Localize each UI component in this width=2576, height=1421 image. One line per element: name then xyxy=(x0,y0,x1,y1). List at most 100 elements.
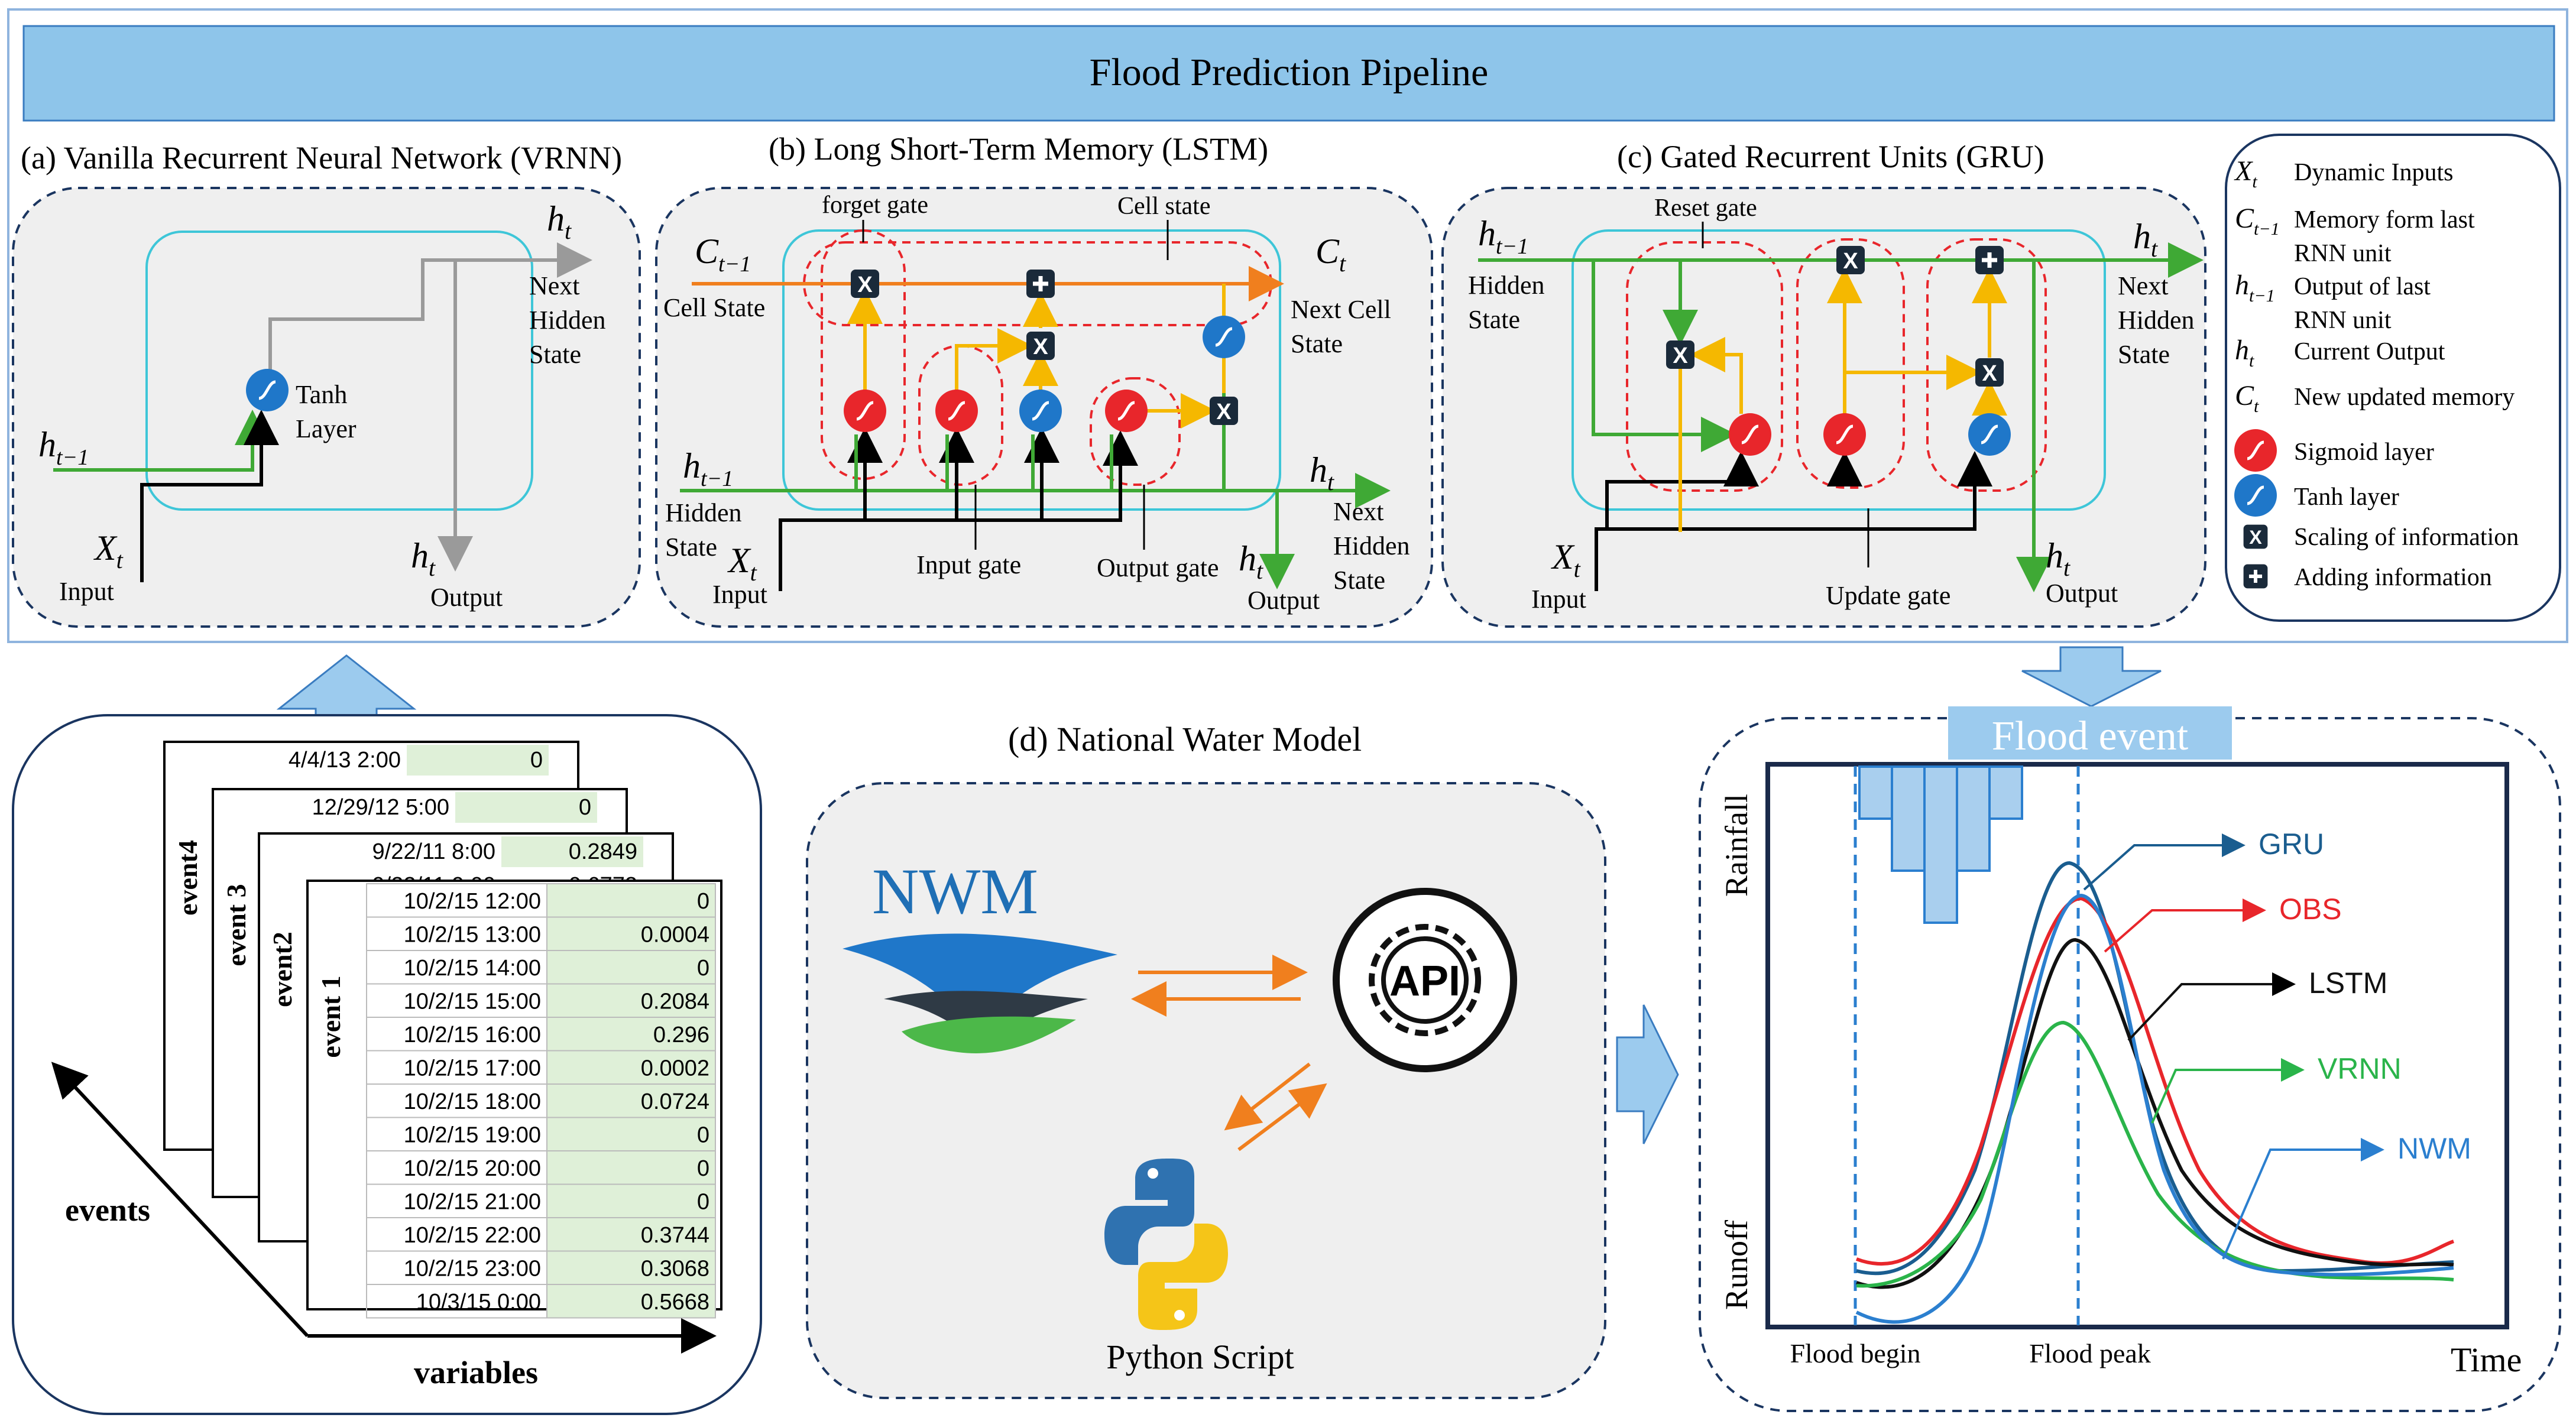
lstm-hprev-sym: h xyxy=(683,446,701,485)
svg-text:ht: ht xyxy=(1310,450,1334,495)
vrnn-hbottom-sym: h xyxy=(411,536,429,575)
curve-nwm xyxy=(1855,893,2454,1324)
lstm-forget-sigmoid-icon xyxy=(844,390,886,432)
legend-sigmoid-label: Sigmoid layer xyxy=(2294,439,2434,466)
nwm-wave-icon xyxy=(843,933,1117,1053)
lstm-input-mult-icon xyxy=(1026,332,1055,360)
flood-begin-label: Flood begin xyxy=(1790,1338,1920,1368)
lstm-x-sym: X xyxy=(727,541,751,580)
gru-hidden-state-label: State xyxy=(1468,305,1520,334)
vrnn-output-line xyxy=(268,242,592,378)
nwm-title: (d) National Water Model xyxy=(1008,720,1362,758)
lstm-add-icon xyxy=(1026,270,1055,298)
api-label: API xyxy=(1389,958,1460,1005)
legend-symbol: Xt xyxy=(2234,155,2257,192)
gru-input-line xyxy=(1595,451,1992,591)
vrnn-output-label: Output xyxy=(430,583,503,612)
flood-peak-label: Flood peak xyxy=(2029,1338,2151,1368)
gru-next-hidden-label: Hidden xyxy=(2118,306,2195,335)
legend-symbol: ht−1 xyxy=(2235,270,2275,306)
event-value-cell xyxy=(407,745,549,776)
event-date: 12/29/12 5:00 xyxy=(312,795,449,820)
rain-bar xyxy=(1988,765,2023,820)
event-value-cell xyxy=(501,836,643,867)
lstm-next-hidden-label: Hidden xyxy=(1333,531,1410,560)
legend-description: Output of last xyxy=(2294,273,2431,300)
svg-text:Xt: Xt xyxy=(727,541,757,586)
gru-title: (c) Gated Recurrent Units (GRU) xyxy=(1617,139,2044,174)
gru-panel: (c) Gated Recurrent Units (GRU) Reset ga… xyxy=(1441,139,2206,628)
lstm-next-state-label: State xyxy=(1333,566,1385,595)
lstm-forget-gate-label: forget gate xyxy=(822,192,928,219)
vrnn-hout-sym: h xyxy=(547,199,565,238)
table-date: 10/2/15 20:00 xyxy=(404,1156,541,1181)
lstm-input-tanh-icon xyxy=(1019,390,1062,432)
svg-text:ht: ht xyxy=(547,199,572,244)
vrnn-next-label: Next xyxy=(529,271,580,300)
event-value: 0.2849 xyxy=(569,839,637,864)
gru-hnext-sub: t xyxy=(2151,235,2158,262)
series-label-lstm: LSTM xyxy=(2309,966,2387,1000)
lstm-panel: (b) Long Short-Term Memory (LSTM) xyxy=(655,131,1433,628)
table-date: 10/2/15 17:00 xyxy=(404,1056,541,1081)
lstm-cnext-sym: C xyxy=(1315,232,1340,271)
event-label: event4 xyxy=(173,840,203,916)
legend-adding-icon xyxy=(2244,564,2268,589)
gru-x-sub: t xyxy=(1574,556,1581,582)
lstm-input-line xyxy=(779,430,1138,591)
vrnn-input-label: Input xyxy=(59,577,114,606)
table-value: 0.3068 xyxy=(641,1257,709,1282)
legend-sigmoid-icon xyxy=(2234,429,2277,472)
curve-vrnn xyxy=(1856,1020,2454,1288)
table-value: 0.5668 xyxy=(641,1290,709,1315)
rain-bars xyxy=(1858,765,2023,924)
gru-hnext-sym: h xyxy=(2133,217,2151,256)
vrnn-hprev-sub: t−1 xyxy=(56,445,89,470)
events-axis xyxy=(51,1062,309,1338)
title-banner: Flood Prediction Pipeline xyxy=(22,25,2555,122)
lstm-hnext-sub: t xyxy=(1327,469,1334,495)
hydrograph-curves xyxy=(1855,861,2454,1324)
legend-description: Current Output xyxy=(2294,338,2445,365)
gru-tanh-icon xyxy=(1968,413,2011,456)
variables-axis-label: variables xyxy=(414,1355,538,1390)
legend-description: Memory form last xyxy=(2294,206,2475,233)
table-value: 0.0004 xyxy=(641,923,709,948)
svg-text:Ct−1: Ct−1 xyxy=(695,232,751,277)
lstm-next-cell-label: Next Cell xyxy=(1291,295,1391,324)
gru-update-mult-icon xyxy=(1836,246,1865,274)
table-date: 10/3/15 0:00 xyxy=(416,1290,541,1315)
svg-text:ht: ht xyxy=(1239,539,1263,584)
vrnn-state-label: State xyxy=(529,340,581,369)
nwm-logo-text: NWM xyxy=(872,855,1038,927)
lstm-cell-state-in-label: Cell State xyxy=(663,293,765,322)
rain-bar xyxy=(1891,765,1926,872)
series-label-vrnn: VRNN xyxy=(2318,1052,2402,1085)
down-arrow-icon xyxy=(2021,646,2162,708)
gru-x-sym: X xyxy=(1551,537,1575,576)
vrnn-title: (a) Vanilla Recurrent Neural Network (VR… xyxy=(21,140,622,176)
vrnn-x-sub: t xyxy=(116,547,124,573)
event-label: event2 xyxy=(267,932,297,1007)
svg-text:Ct: Ct xyxy=(1315,232,1346,277)
lstm-output-gate-label: Output gate xyxy=(1097,553,1219,582)
vrnn-layer-label: Layer xyxy=(296,414,357,443)
lstm-cprev-sym: C xyxy=(695,232,719,271)
gru-input-label: Input xyxy=(1531,585,1586,614)
vrnn-hbottom-sub: t xyxy=(429,554,436,581)
api-icon: API xyxy=(1333,888,1517,1072)
table-date: 10/2/15 23:00 xyxy=(404,1257,541,1282)
lstm-input-gate-label: Input gate xyxy=(916,550,1021,579)
svg-text:ht: ht xyxy=(411,536,436,581)
gru-update-sigmoid-icon xyxy=(1823,413,1866,456)
event-value: 0 xyxy=(530,748,543,773)
lstm-hout-sub: t xyxy=(1256,557,1263,584)
gru-reset-gate-label: Reset gate xyxy=(1654,194,1757,222)
rain-bar xyxy=(1923,765,1958,924)
lstm-x-sub: t xyxy=(750,559,757,586)
vrnn-x-arrow xyxy=(140,410,279,582)
vrnn-hout-sub: t xyxy=(565,218,572,244)
svg-text:Xt: Xt xyxy=(93,528,124,573)
gru-output-label: Output xyxy=(2046,579,2118,608)
